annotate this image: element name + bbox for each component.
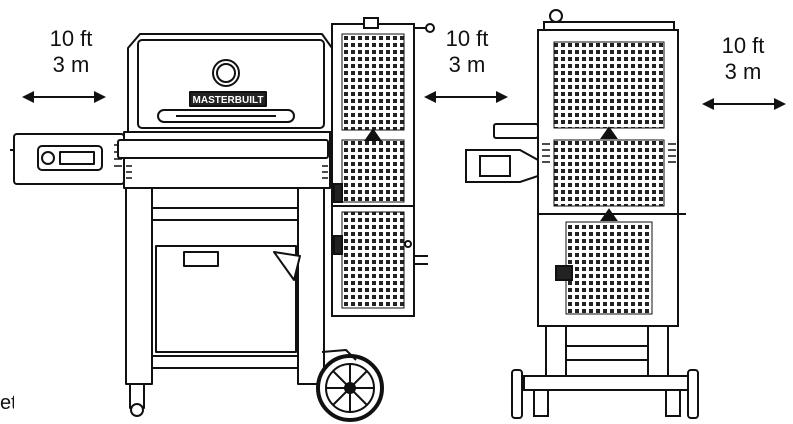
clearance-distance-m: 3 m xyxy=(724,59,762,84)
clearance-distance-m: 3 m xyxy=(52,52,90,77)
side-base-bar xyxy=(523,375,693,391)
front-grill-drawing: MASTERBUILT xyxy=(10,33,384,422)
side-control-panel xyxy=(465,149,539,183)
clearance-distance-ft: 10 ft xyxy=(445,26,489,51)
clearance-distance-ft: 10 ft xyxy=(721,33,765,58)
clearance-label-right: 10 ft 3 m xyxy=(708,33,778,85)
clearance-label-middle: 10 ft 3 m xyxy=(432,26,502,78)
side-thermometer xyxy=(549,9,563,23)
bottom-crossbar xyxy=(151,355,299,369)
lid-badge-text: MASTERBUILT xyxy=(193,95,264,106)
clearance-distance-ft: 10 ft xyxy=(49,26,93,51)
right-leg xyxy=(297,187,325,385)
clearance-distance-m: 3 m xyxy=(448,52,486,77)
double-arrow-icon xyxy=(702,98,786,110)
grease-tray xyxy=(183,251,219,267)
double-arrow-icon xyxy=(22,91,106,103)
side-wheel-right xyxy=(687,369,699,419)
pellet-hopper xyxy=(331,17,435,317)
side-grill-drawing xyxy=(465,9,699,419)
double-arrow-icon xyxy=(424,91,508,103)
front-crossbar xyxy=(151,207,299,221)
cropped-caption-text: et xyxy=(0,392,14,414)
lid-badge xyxy=(189,91,267,107)
left-leg xyxy=(125,187,153,385)
side-wheel-left xyxy=(511,369,523,419)
clearance-label-left: 10 ft 3 m xyxy=(36,26,106,78)
